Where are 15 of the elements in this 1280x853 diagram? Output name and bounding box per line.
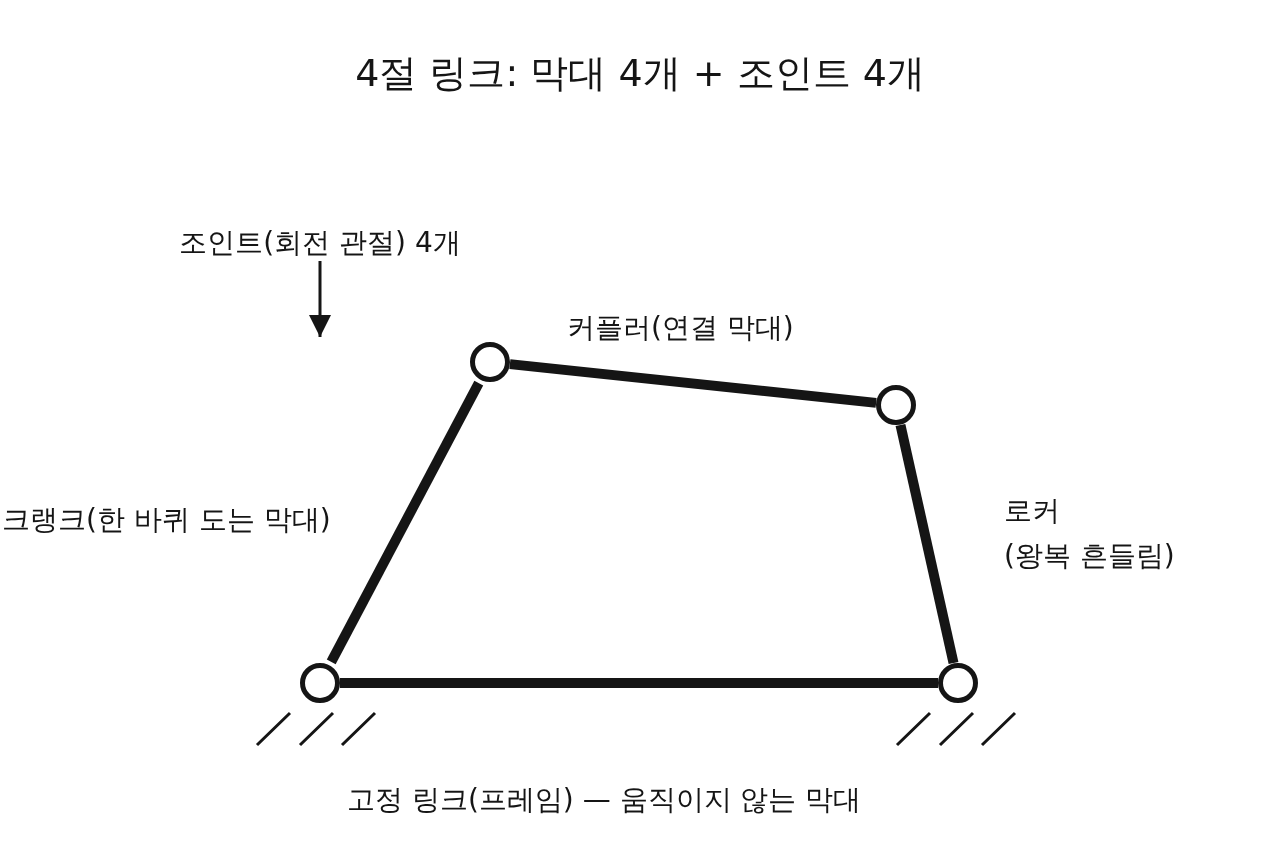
pivot-joint [938, 663, 978, 703]
part-label: 크랭크(한 바퀴 도는 막대) [2, 502, 331, 538]
pivot-joint [470, 342, 510, 382]
note-text: 조인트(회전 관절) 4개 [179, 225, 461, 261]
link-bar [895, 423, 959, 665]
part-label: 로커 (왕복 흔들림) [1004, 493, 1175, 574]
pivot-joint [876, 385, 916, 425]
title: 4절 링크: 막대 4개 + 조인트 4개 [355, 50, 925, 96]
part-label: 커플러(연결 막대) [567, 310, 794, 346]
pivot-joint [300, 663, 340, 703]
part-label: 고정 링크(프레임) — 움직이지 않는 막대 [347, 782, 862, 818]
link-bar [326, 380, 484, 665]
link-bar [340, 678, 938, 688]
arrow [309, 261, 331, 337]
link-bar [509, 359, 877, 408]
